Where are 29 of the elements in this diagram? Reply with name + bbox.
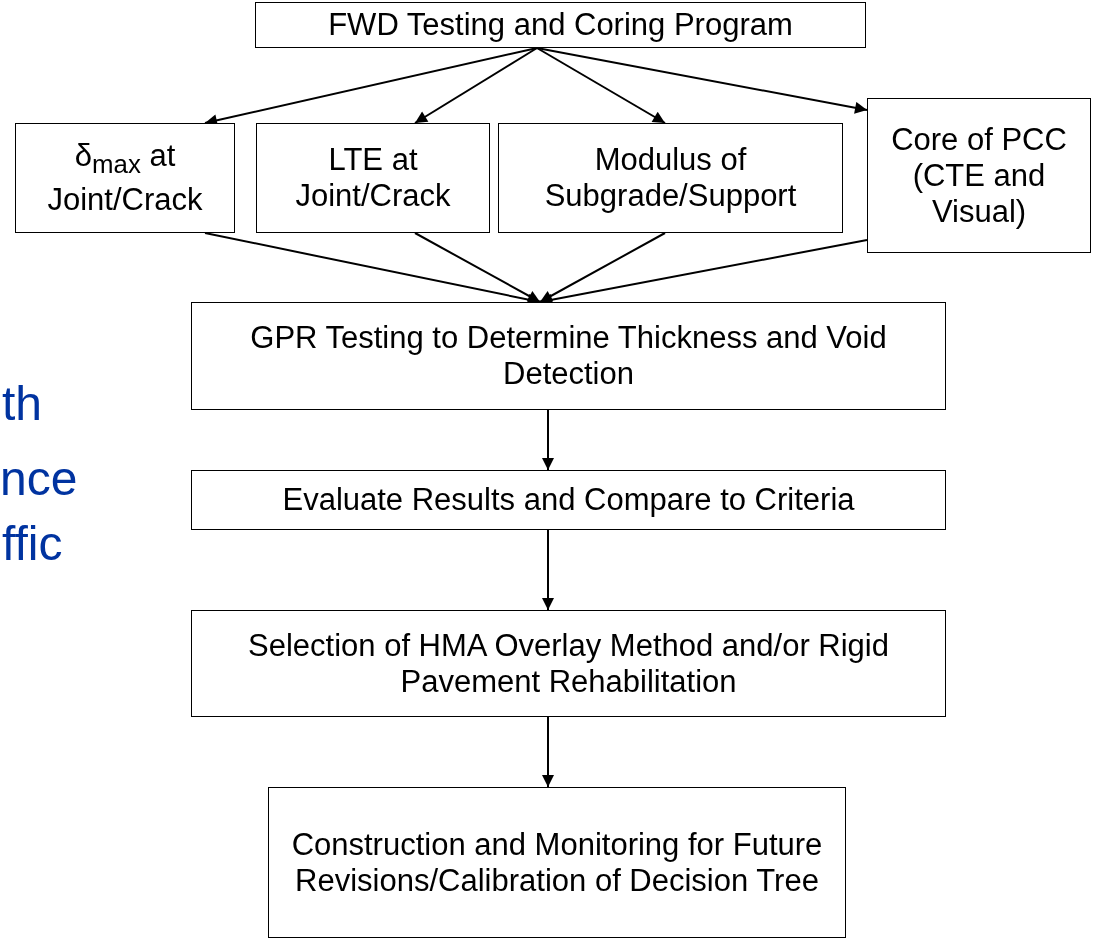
- arrow: [539, 232, 666, 303]
- box-label: Core of PCC (CTE and Visual): [890, 121, 1068, 230]
- box-label: Construction and Monitoring for Future Revisions/Calibration of Decision Tree: [290, 826, 824, 899]
- process-box: [191, 610, 946, 717]
- process-box: [867, 98, 1091, 253]
- box-label: Modulus of Subgrade/Support: [543, 142, 798, 214]
- process-box: [498, 123, 843, 233]
- process-box: [191, 302, 946, 410]
- arrow: [542, 529, 554, 611]
- arrow: [542, 409, 554, 471]
- process-box: [191, 470, 946, 530]
- slide-text-fragment: th: [2, 380, 43, 428]
- process-box: [15, 123, 235, 233]
- box-label: FWD Testing and Coring Program: [328, 7, 793, 43]
- box-label: Evaluate Results and Compare to Criteria: [282, 482, 855, 518]
- slide-text-fragment: nce: [0, 455, 78, 503]
- arrow: [536, 47, 868, 114]
- process-box: [255, 2, 866, 48]
- arrow: [542, 716, 554, 788]
- box-label: LTE at Joint/Crack: [294, 142, 452, 214]
- box-label: GPR Testing to Determine Thickness and Void Detection: [249, 320, 888, 392]
- arrow: [414, 232, 541, 303]
- process-box: [268, 787, 846, 938]
- arrow: [414, 47, 538, 124]
- arrow: [536, 47, 666, 124]
- slide-text-fragment: ffic: [2, 520, 63, 568]
- box-label: δ$_{max}$ at Joint/Crack: [46, 137, 204, 219]
- box-label: Selection of HMA Overlay Method and/or Rigid Pavement Rehabilitation: [247, 627, 890, 700]
- process-box: [256, 123, 490, 233]
